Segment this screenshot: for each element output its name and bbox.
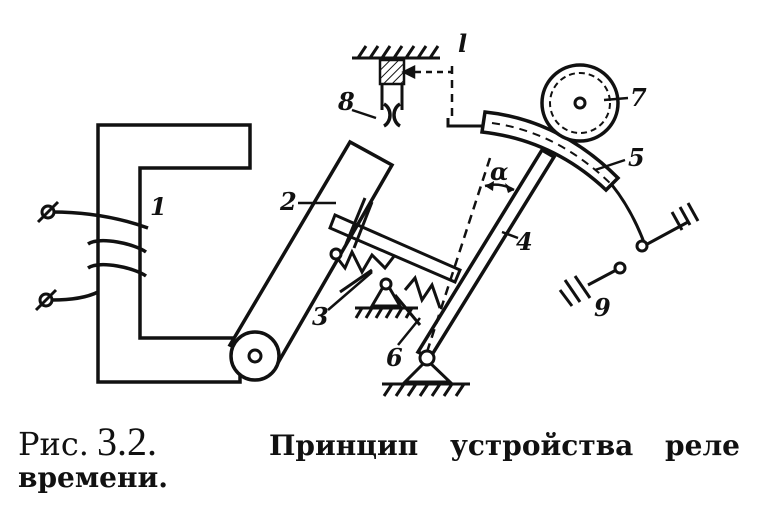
- label-1: 1: [150, 192, 167, 221]
- lever-4: [415, 147, 557, 361]
- top-support: [352, 45, 440, 110]
- label-8: 8: [337, 87, 355, 116]
- contacts-8: [383, 102, 401, 128]
- electromagnet-core: [96, 123, 252, 384]
- time-relay-diagram: 1 2 3 4 5 6 7 8 9 l α: [34, 29, 700, 397]
- label-4: 4: [516, 227, 533, 256]
- spring-3: [328, 197, 462, 309]
- caption-number: 3.2.: [96, 419, 157, 464]
- coil-winding: [51, 210, 149, 302]
- contact-9: [558, 202, 700, 307]
- caption-prefix: Рис.: [18, 425, 89, 463]
- caption-title: Принцип устройства реле: [268, 429, 740, 462]
- label-2: 2: [279, 187, 297, 216]
- figure-caption: Рис.3.2. Принцип устройства реле времени…: [18, 418, 758, 494]
- lever-offset-dashed: [425, 157, 492, 353]
- pawl-support: [339, 268, 422, 326]
- label-3: 3: [312, 302, 329, 331]
- dimension-l: [401, 64, 454, 118]
- label-alpha: α: [490, 157, 508, 186]
- lever-pivot: [382, 349, 470, 397]
- label-6: 6: [386, 343, 403, 372]
- coil-terminal: [34, 200, 60, 312]
- label-l: l: [458, 29, 467, 58]
- caption-label: Рис.3.2.: [18, 418, 157, 465]
- sector-arc: [610, 184, 647, 246]
- gear-wheel-7: [540, 63, 620, 143]
- caption-title-continuation: времени.: [18, 461, 168, 494]
- label-7: 7: [630, 83, 647, 112]
- label-9: 9: [594, 293, 611, 322]
- toothed-sector-5: [480, 110, 621, 193]
- label-5: 5: [628, 143, 645, 172]
